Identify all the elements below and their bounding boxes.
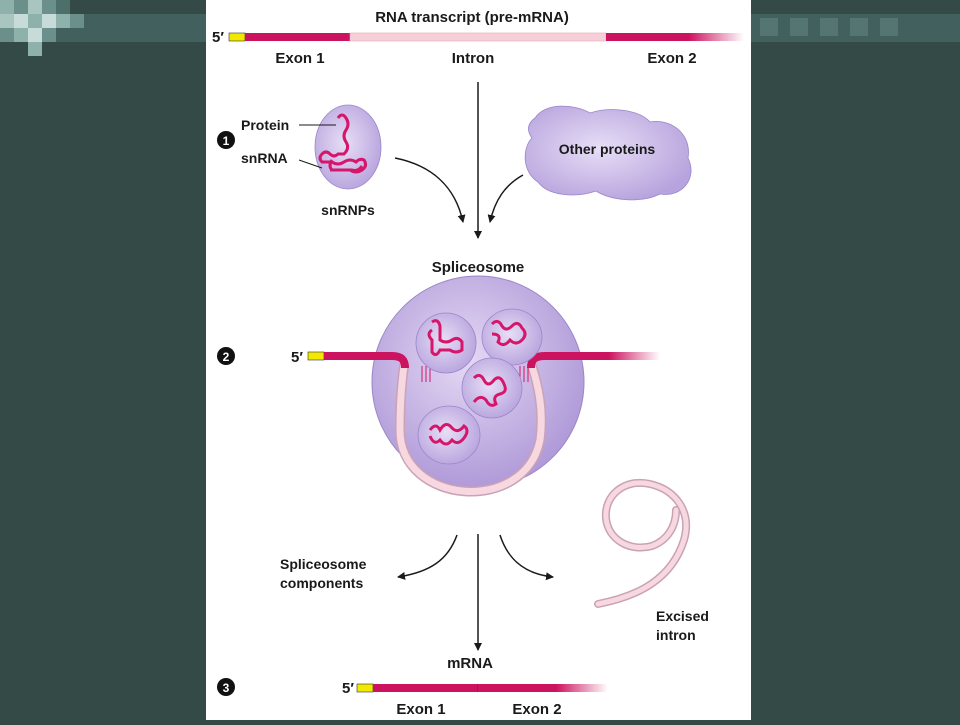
snrnp-subunit-1 — [415, 312, 477, 374]
step2-left-exon — [307, 351, 409, 369]
arrow-to-components — [397, 534, 458, 580]
mrna-strand — [356, 683, 608, 693]
snrna-label: snRNA — [241, 150, 288, 166]
arrow-to-excised-intron — [499, 534, 554, 581]
arrow-proteins-to-spliceosome — [487, 174, 524, 223]
snrnp-subunit-3 — [461, 357, 523, 419]
svg-text:3: 3 — [223, 681, 230, 695]
snrnp-subunit-2 — [481, 308, 543, 366]
step2-right-exon — [527, 352, 660, 369]
components-label-line2: components — [280, 575, 363, 591]
mrna-exon2-label: Exon 2 — [512, 701, 561, 718]
step1-badge: 1 — [217, 131, 235, 149]
diagram-panel: RNA transcript (pre-mRNA) 5′ Exon 1 Intr… — [206, 0, 751, 720]
step2-five-prime: 5′ — [291, 349, 303, 366]
pixel-decoration — [0, 0, 84, 56]
snrnp-subunit-4 — [417, 405, 481, 465]
pre-mrna-strand — [228, 32, 744, 42]
mrna-exon1-label: Exon 1 — [396, 701, 445, 718]
intron-loop-fill — [396, 362, 545, 495]
step2-badge: 2 — [217, 347, 235, 365]
svg-text:2: 2 — [223, 350, 230, 364]
top-exon1-label: Exon 1 — [275, 50, 324, 67]
mrna-label: mRNA — [447, 655, 493, 672]
excised-label-line2: intron — [656, 627, 696, 643]
step3-five-prime: 5′ — [342, 680, 354, 697]
splicing-diagram: RNA transcript (pre-mRNA) 5′ Exon 1 Intr… — [212, 9, 744, 718]
protein-label: Protein — [241, 117, 289, 133]
top-intron-label: Intron — [452, 50, 495, 67]
top-five-prime: 5′ — [212, 29, 224, 46]
snrnps-label: snRNPs — [321, 202, 375, 218]
excised-label-line1: Excised — [656, 608, 709, 624]
top-exon2-label: Exon 2 — [647, 50, 696, 67]
arrow-snrnp-to-spliceosome — [394, 157, 466, 223]
excised-intron-fill — [595, 480, 689, 607]
snrna-strand — [318, 113, 368, 174]
pre-mrna-title: RNA transcript (pre-mRNA) — [375, 9, 569, 26]
banner-squares-right — [760, 18, 898, 36]
components-label-line1: Spliceosome — [280, 556, 367, 572]
spliceosome-label: Spliceosome — [432, 259, 525, 276]
other-proteins-label: Other proteins — [559, 141, 656, 157]
other-proteins-blob — [524, 105, 692, 201]
step3-badge: 3 — [217, 678, 235, 696]
snrna-pointer — [298, 159, 323, 169]
svg-text:1: 1 — [223, 134, 230, 148]
